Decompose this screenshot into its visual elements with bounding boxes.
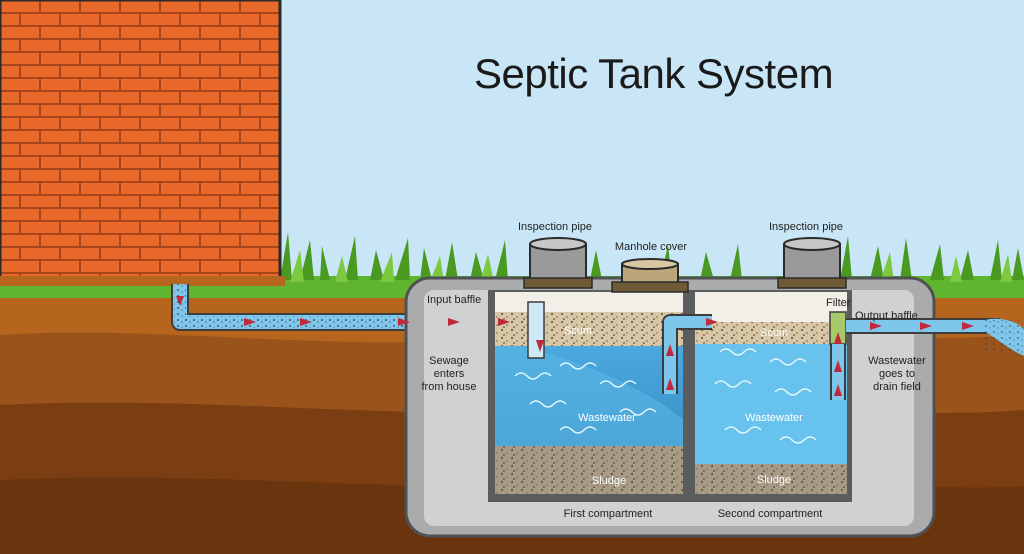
- label-inspection-pipe-left: Inspection pipe: [518, 221, 592, 233]
- flow-arrows: [176, 296, 974, 396]
- label-manhole-cover: Manhole cover: [614, 241, 688, 253]
- label-inspection-pipe-right: Inspection pipe: [769, 221, 843, 233]
- label-input-baffle: Input baffle: [427, 294, 482, 306]
- diagram-title: Septic Tank System: [474, 50, 834, 97]
- first-compartment-air: [495, 292, 683, 312]
- input-baffle: [527, 301, 545, 359]
- house-wall: [0, 0, 280, 278]
- label-first-compartment: First compartment: [563, 508, 653, 520]
- label-second-compartment: Second compartment: [717, 508, 823, 520]
- house-foundation: [0, 276, 285, 286]
- label-wastewater-first: Wastewater: [578, 412, 636, 424]
- label-output-baffle: Output baffle: [855, 310, 918, 322]
- label-wastewater-goes: Wastewater goes to drain field: [868, 355, 926, 393]
- label-scum-first: Scum: [563, 325, 593, 337]
- inspection-pipe-left-graphic: [523, 237, 593, 289]
- grass-blades: [280, 232, 1024, 280]
- manhole-cover-graphic: [611, 258, 689, 293]
- inspection-pipe-right-graphic: [777, 237, 847, 289]
- label-sludge-first: Sludge: [591, 475, 627, 487]
- water-waves: [514, 348, 817, 444]
- label-scum-second: Scum: [759, 327, 789, 339]
- label-filter: Filter: [826, 297, 851, 309]
- second-compartment-water: [695, 344, 847, 464]
- second-compartment-air: [695, 292, 847, 322]
- label-wastewater-second: Wastewater: [745, 412, 803, 424]
- label-sewage-enters: Sewage enters from house: [421, 355, 477, 393]
- label-sludge-second: Sludge: [756, 474, 792, 486]
